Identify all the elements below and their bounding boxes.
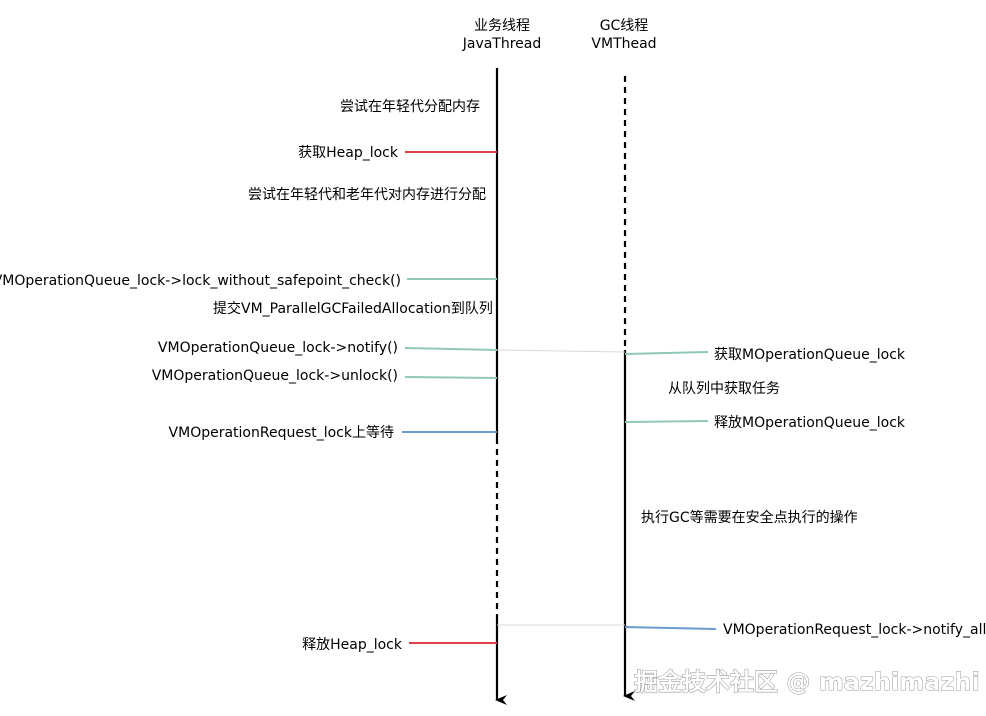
gc-queue-unlock-line (624, 420, 709, 423)
queue-unlock-label: VMOperationQueue_lock->unlock() (152, 368, 398, 384)
try-young-old-label: 尝试在年轻代和老年代对内存进行分配 (248, 187, 486, 203)
queue-unlock-line (404, 376, 498, 379)
get-heap-lock-label: 获取Heap_lock (298, 145, 399, 161)
queue-notify-label: VMOperationQueue_lock->notify() (158, 340, 398, 356)
queue-notify-line (404, 347, 498, 351)
queue-lock-label: VMOperationQueue_lock->lock_without_safe… (0, 273, 401, 289)
watermark: 掘金技术社区 @ mazhimazhi (634, 668, 980, 696)
release-heap-lock-label: 释放Heap_lock (302, 637, 403, 653)
gc-notify-all-line (624, 626, 717, 630)
java-lane-subtitle: JavaThread (462, 36, 542, 52)
wait-request-label: VMOperationRequest_lock上等待 (169, 424, 394, 441)
gc-get-queue-lock-label: 获取MOperationQueue_lock (714, 347, 906, 363)
gc-execute-label: 执行GC等需要在安全点执行的操作 (641, 509, 858, 526)
gc-notify-all-label: VMOperationRequest_lock->notify_all() (723, 622, 986, 638)
gc-lane-title: GC线程 (600, 18, 649, 34)
gc-get-task-label: 从队列中获取任务 (668, 381, 780, 397)
java-lane-title: 业务线程 (474, 18, 530, 34)
try-young-label: 尝试在年轻代分配内存 (340, 99, 480, 115)
gc-release-queue-lock-label: 释放MOperationQueue_lock (714, 415, 906, 431)
submit-op-label: 提交VM_ParallelGCFailedAllocation到队列 (213, 300, 493, 317)
gc-queue-lock-line (624, 351, 709, 355)
notify-link-line (496, 349, 626, 353)
gc-lane-subtitle: VMThead (591, 36, 656, 52)
